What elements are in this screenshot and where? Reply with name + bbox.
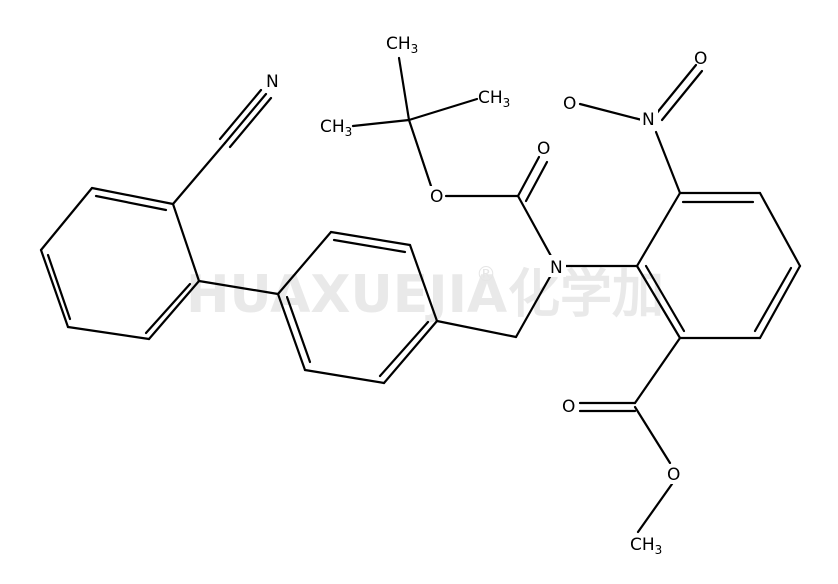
methylene-bond [435,319,518,339]
benzyl-n-bond [514,273,553,339]
bond [636,482,674,534]
biaryl-bond [197,279,280,296]
bond-inner [332,238,407,254]
bond [635,264,682,340]
bond [90,186,175,206]
bond-double [654,63,698,116]
bond [633,336,682,405]
bond-inner [753,266,793,333]
bond [407,97,479,122]
bond [329,230,412,247]
methyl-label-top: CH3 [386,34,418,56]
ring-cyanophenyl [39,186,201,341]
bond [758,264,802,340]
bond [39,248,70,329]
bond-inner [285,295,312,364]
ring-benzyl [276,230,439,385]
bond-inner [144,282,192,335]
carbamate-carbonyl-o-label: O [537,139,550,159]
bond [276,230,333,296]
bond-inner [94,194,168,212]
bond [39,186,94,252]
nitrile-n-label: N [266,72,279,92]
atom-labels: N N O O O O N O O CH3 CH3 CH3 CH3 [263,34,707,557]
amine-n-label: N [550,258,563,278]
bond-triple [228,96,273,149]
ring-nitrobenzoate [635,191,802,340]
bond [351,118,411,128]
methyl-label-right: CH3 [478,88,510,110]
watermark: HUAXUEJIA ® 化学加 [186,262,664,325]
label-bg [428,186,444,206]
label-bg [548,255,566,277]
nitrile-group [171,88,273,206]
bond [171,202,201,283]
bond [276,292,307,372]
bond [397,56,411,122]
ester-group [578,336,682,534]
bond-double [524,160,549,203]
bond [408,243,439,323]
label-bg [640,107,658,129]
watermark-cjk: 化学加 [508,265,664,325]
bond [654,130,682,195]
nitro-o-label: O [694,49,707,69]
bond [516,194,553,258]
bond-double [660,69,704,122]
bond [633,405,672,465]
ester-carbonyl-o-label: O [562,397,575,417]
bond [635,191,682,268]
watermark-latin: HUAXUEJIA [186,265,507,325]
watermark-registered: ® [476,262,496,286]
bond [407,118,433,188]
carbamate-ester-o-label: O [430,187,443,207]
label-bg [263,70,281,90]
boc-group [351,56,553,258]
bond-inner [644,264,686,333]
bond [171,141,227,206]
nitro-o-label: O [563,94,576,114]
nitro-n-label: N [642,110,655,130]
bond [147,279,201,341]
label-bg [664,464,680,484]
bond [303,368,386,385]
bond [578,102,644,122]
bond [382,319,439,385]
methyl-label-left: CH3 [320,117,352,139]
ester-o-label: O [667,465,680,485]
bond [66,325,151,341]
methyl-label-bottom: CH3 [630,535,662,557]
nitro-group [578,63,704,195]
bond-double [516,155,541,198]
bond-triple [223,92,268,145]
bond-triple [218,88,263,141]
bond-inner [46,253,72,321]
bond-inner [378,320,430,378]
bond [758,191,802,268]
